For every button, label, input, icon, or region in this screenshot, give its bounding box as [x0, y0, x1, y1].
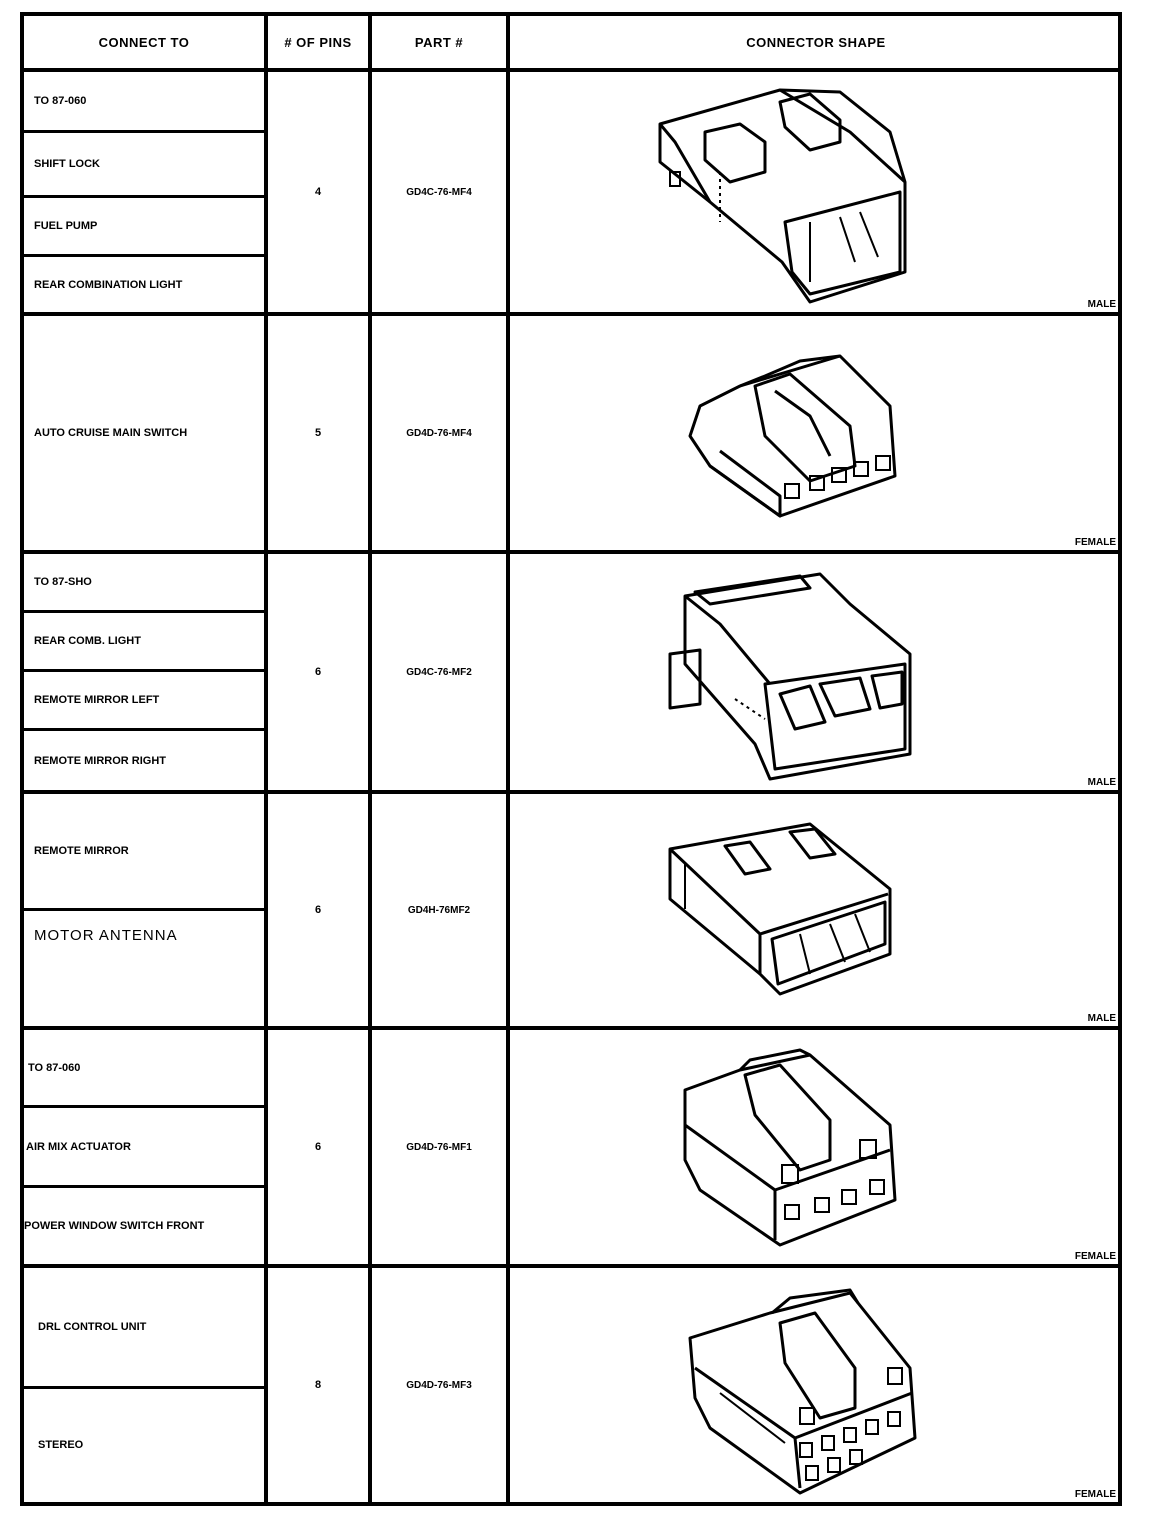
col-divider: [506, 16, 510, 1502]
connector-shape-cell: MALE: [510, 794, 1122, 1026]
part-cell: GD4C-76-MF2: [406, 666, 472, 678]
cell-divider: [24, 1105, 266, 1108]
header-shape: CONNECTOR SHAPE: [746, 34, 886, 50]
connector-shape-cell: FEMALE: [510, 316, 1122, 550]
table-row: AUTO CRUISE MAIN SWITCH 5 GD4D-76-MF4 FE…: [24, 316, 1118, 554]
table-row: REMOTE MIRROR MOTOR ANTENNA 6 GD4H-76MF2…: [24, 794, 1118, 1030]
pins-cell: 6: [314, 666, 322, 678]
pins-cell: 4: [314, 186, 322, 198]
header-part: PART #: [414, 34, 464, 50]
table-header: CONNECT TO # OF PINS PART # CONNECTOR SH…: [24, 16, 1118, 72]
connect-to-cell: FUEL PUMP: [34, 220, 98, 232]
header-connect-to: CONNECT TO: [98, 34, 190, 50]
table-row: TO 87-SHO REAR COMB. LIGHT REMOTE MIRROR…: [24, 554, 1118, 794]
cell-divider: [24, 908, 266, 911]
cell-divider: [24, 728, 266, 731]
cell-divider: [24, 130, 266, 133]
cell-divider: [24, 195, 266, 198]
gender-label: FEMALE: [1074, 1251, 1116, 1262]
pins-cell: 8: [314, 1379, 322, 1391]
connect-to-cell: AUTO CRUISE MAIN SWITCH: [34, 427, 188, 439]
header-pins: # OF PINS: [284, 34, 352, 50]
connect-to-cell: REMOTE MIRROR: [34, 845, 129, 857]
connect-to-cell: REAR COMBINATION LIGHT: [34, 278, 183, 291]
connector-male-4pin-drawing: [658, 88, 907, 304]
connect-to-cell: POWER WINDOW SWITCH FRONT: [24, 1220, 205, 1232]
part-cell: GD4D-76-MF4: [406, 427, 472, 439]
gender-label: MALE: [1087, 299, 1116, 310]
connector-shape-cell: MALE: [510, 554, 1122, 790]
connect-to-cell: MOTOR ANTENNA: [34, 927, 178, 944]
table-row: TO 87-060 AIR MIX ACTUATOR POWER WINDOW …: [24, 1030, 1118, 1268]
part-cell: GD4D-76-MF3: [406, 1379, 472, 1391]
connect-to-cell: REAR COMB. LIGHT: [34, 635, 141, 647]
col-divider: [368, 16, 372, 1502]
cell-divider: [24, 669, 266, 672]
connect-to-cell: REMOTE MIRROR LEFT: [34, 694, 160, 706]
cell-divider: [24, 1185, 266, 1188]
pins-cell: 5: [314, 427, 322, 439]
cell-divider: [24, 254, 266, 257]
gender-label: FEMALE: [1074, 1489, 1116, 1500]
connector-shape-cell: FEMALE: [510, 1268, 1122, 1502]
connector-shape-cell: MALE: [510, 72, 1122, 312]
part-cell: GD4H-76MF2: [407, 904, 471, 916]
connector-male-6pin-drawing: [668, 822, 892, 996]
connector-female-6pin-drawing: [683, 1048, 897, 1247]
cell-divider: [24, 610, 266, 613]
pins-cell: 6: [314, 904, 322, 916]
connector-male-6pin-drawing: [668, 572, 912, 781]
connect-to-cell: REMOTE MIRROR RIGHT: [34, 754, 166, 767]
gender-label: FEMALE: [1074, 537, 1116, 548]
connector-table: CONNECT TO # OF PINS PART # CONNECTOR SH…: [20, 12, 1122, 1506]
table-row: DRL CONTROL UNIT STEREO 8 GD4D-76-MF3: [24, 1268, 1118, 1506]
connector-female-8pin-drawing: [688, 1288, 917, 1495]
part-cell: GD4C-76-MF4: [406, 186, 472, 198]
gender-label: MALE: [1087, 777, 1116, 788]
pins-cell: 6: [314, 1141, 322, 1153]
connector-female-5pin-drawing: [688, 354, 897, 518]
connect-to-cell: AIR MIX ACTUATOR: [26, 1140, 131, 1153]
connector-shape-cell: FEMALE: [510, 1030, 1122, 1264]
connect-to-cell: SHIFT LOCK: [34, 158, 100, 170]
connect-to-cell: STEREO: [38, 1439, 84, 1451]
cell-divider: [24, 1386, 266, 1389]
connect-to-cell: TO 87-060: [28, 1061, 81, 1074]
connect-to-cell: TO 87-060: [34, 95, 87, 107]
table-row: TO 87-060 SHIFT LOCK FUEL PUMP REAR COMB…: [24, 72, 1118, 316]
gender-label: MALE: [1087, 1013, 1116, 1024]
connect-to-cell: DRL CONTROL UNIT: [38, 1321, 147, 1333]
connect-to-cell: TO 87-SHO: [34, 576, 92, 588]
part-cell: GD4D-76-MF1: [406, 1141, 472, 1153]
col-divider: [264, 16, 268, 1502]
